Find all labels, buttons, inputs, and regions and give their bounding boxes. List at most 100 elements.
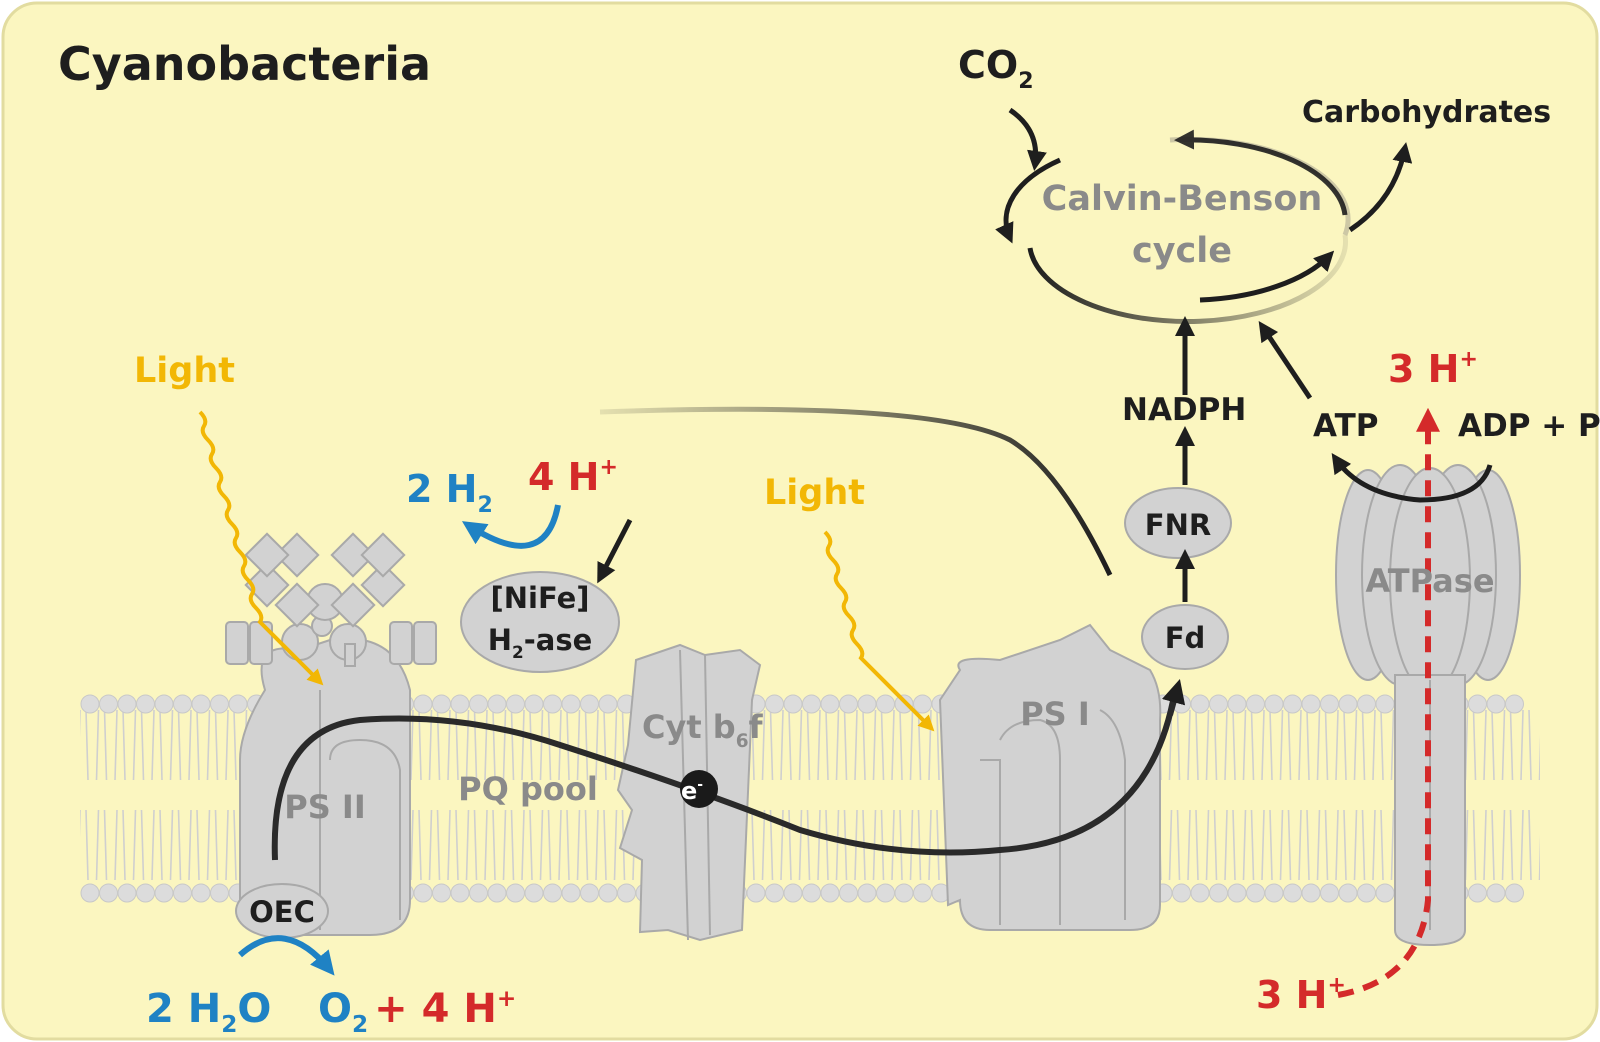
- lipid-head: [746, 883, 766, 903]
- lipid-head: [524, 694, 544, 714]
- atpase-complex: [1335, 464, 1521, 947]
- lipid-head: [487, 883, 507, 903]
- co2-input-arrow: [1008, 107, 1047, 171]
- lipid-head: [450, 694, 470, 714]
- lipid-head: [1320, 883, 1339, 903]
- lipid-head: [1264, 694, 1284, 714]
- lipid-head: [820, 883, 840, 903]
- lipid-head: [80, 883, 100, 903]
- lipid-head: [820, 694, 840, 714]
- water-splitting-arrow: [238, 935, 335, 976]
- lipid-head: [210, 883, 229, 903]
- lipid-head: [839, 883, 858, 903]
- lipid-head: [1301, 694, 1321, 714]
- lipid-head: [1283, 694, 1302, 714]
- light-arrow-middle: [823, 530, 935, 732]
- lipid-head: [1227, 883, 1247, 903]
- lipid-head: [561, 883, 581, 903]
- lipid-head: [580, 694, 599, 714]
- lipid-head: [210, 694, 229, 714]
- lipid-head: [543, 883, 562, 903]
- lipid-head: [191, 694, 211, 714]
- proton-label-bottom: 3 H+: [1256, 973, 1346, 1017]
- lipid-head: [802, 883, 821, 903]
- lipid-head: [136, 694, 155, 714]
- proton-label-hydrogenase: 4 H+: [528, 455, 618, 499]
- lipid-head: [228, 694, 248, 714]
- lipid-head: [783, 694, 803, 714]
- lipid-head: [117, 694, 137, 714]
- lipid-head: [1357, 694, 1376, 714]
- lipid-head: [1505, 694, 1524, 714]
- carbohydrate-output-arrow: [1348, 142, 1413, 233]
- lipid-head: [506, 883, 525, 903]
- light-label-middle: Light: [764, 473, 865, 513]
- lipid-head: [765, 883, 784, 903]
- electron-marker: [680, 770, 718, 808]
- lipid-head: [913, 694, 932, 714]
- lipid-head: [1338, 883, 1358, 903]
- nife-label-line2: H2-ase: [488, 623, 593, 662]
- proton-flow-path: [1337, 407, 1440, 998]
- cyt-b6f-label: Cyt b6f: [642, 708, 764, 752]
- lipid-head: [857, 694, 877, 714]
- nife-hydrogenase-ellipse: [460, 571, 620, 673]
- lipid-head: [136, 883, 155, 903]
- lipid-head: [1264, 883, 1284, 903]
- lipid-head: [1486, 694, 1506, 714]
- calvin-cycle-label-line2: cycle: [1132, 231, 1232, 271]
- lipid-head: [1375, 883, 1395, 903]
- lipid-head: [1209, 883, 1228, 903]
- ps2-complex: [225, 532, 437, 936]
- lipid-head: [1375, 694, 1395, 714]
- lipid-head: [173, 694, 192, 714]
- hydrogen-label: 2 H2: [406, 467, 493, 518]
- light-label-left: Light: [134, 351, 235, 391]
- lipid-head: [1338, 694, 1358, 714]
- adp-to-atp-arrow: [1331, 453, 1493, 503]
- pq-pool-label: PQ pool: [458, 770, 598, 808]
- hydrogen-evolution-arrow: [461, 504, 561, 549]
- lipid-head: [598, 694, 618, 714]
- lipid-head: [1320, 694, 1339, 714]
- co2-label: CO2: [958, 43, 1034, 94]
- lipid-head: [1190, 883, 1210, 903]
- carbohydrates-label: Carbohydrates: [1302, 95, 1551, 130]
- oxygen-label: O2+ 4 H+: [318, 985, 516, 1038]
- lipid-head: [450, 883, 470, 903]
- diagram-title: Cyanobacteria: [58, 37, 431, 91]
- lipid-head: [1301, 883, 1321, 903]
- lipid-head: [487, 694, 507, 714]
- atp-label: ATP: [1313, 408, 1378, 444]
- atpase-label: ATPase: [1365, 562, 1494, 600]
- lipid-head: [617, 883, 636, 903]
- lipid-head: [117, 883, 137, 903]
- calvin-cycle-label-line1: Calvin-Benson: [1042, 179, 1323, 219]
- lipid-head: [99, 694, 118, 714]
- lipid-head: [80, 694, 100, 714]
- lipid-head: [561, 694, 581, 714]
- lipid-head: [1283, 883, 1302, 903]
- lipid-head: [1468, 694, 1487, 714]
- lipid-head: [432, 883, 451, 903]
- lipid-head: [469, 883, 488, 903]
- lipid-head: [1357, 883, 1376, 903]
- lipid-head: [876, 883, 895, 903]
- lipid-head: [1468, 883, 1487, 903]
- nadph-label: NADPH: [1122, 392, 1246, 428]
- lipid-head: [506, 694, 525, 714]
- lipid-head: [894, 883, 914, 903]
- lipid-head: [154, 694, 174, 714]
- fd-label: Fd: [1165, 621, 1206, 655]
- light-arrow-left: [198, 410, 324, 686]
- ps1-complex: [938, 623, 1162, 931]
- lipid-head: [783, 883, 803, 903]
- lipid-head: [598, 883, 618, 903]
- lipid-head: [191, 883, 211, 903]
- lipid-head: [913, 883, 932, 903]
- lipid-head: [524, 883, 544, 903]
- antenna-complex: [225, 532, 437, 667]
- proton-label-top: 3 H+: [1388, 347, 1478, 391]
